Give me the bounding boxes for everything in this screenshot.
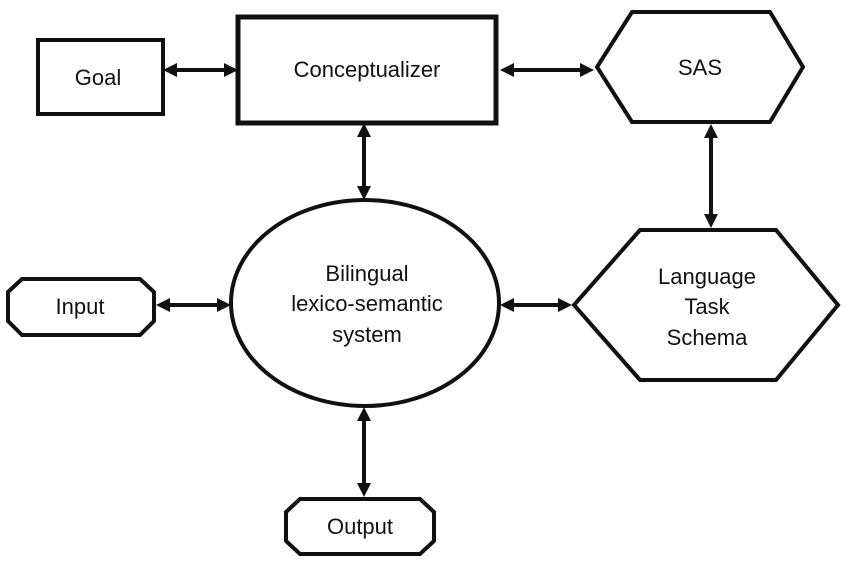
language-task-schema-line-3: Schema <box>667 325 748 350</box>
input-octagon <box>6 277 156 337</box>
arrow-conceptualizer-bilingual-head-end <box>357 186 371 200</box>
bilingual-label-line-1: Bilingual <box>325 261 408 286</box>
input-label: Input <box>56 294 105 319</box>
sas-node: SAS <box>594 10 806 124</box>
goal-node: Goal <box>36 38 165 116</box>
input-node: Input <box>6 277 156 337</box>
conceptualizer-label: Conceptualizer <box>294 57 441 82</box>
arrow-sas-language-task-head-start <box>704 124 718 138</box>
conceptualizer-node: Conceptualizer <box>235 14 499 126</box>
bilingual-label-line-2: lexico-semantic <box>291 291 443 316</box>
arrow-conceptualizer-sas <box>500 63 594 77</box>
goal-box <box>36 38 165 116</box>
arrow-conceptualizer-bilingual <box>357 123 371 200</box>
arrow-conceptualizer-bilingual-head-start <box>357 123 371 137</box>
bilingual-ellipse <box>229 198 501 408</box>
goal-label: Goal <box>75 65 121 90</box>
arrow-input-bilingual-head-start <box>156 298 170 312</box>
arrow-goal-conceptualizer-head-end <box>224 63 238 77</box>
arrow-bilingual-output <box>357 407 371 497</box>
connectors <box>156 63 718 497</box>
bilingual-label-line-3: system <box>332 322 402 347</box>
arrow-input-bilingual <box>156 298 231 312</box>
output-label: Output <box>327 514 393 539</box>
arrow-sas-language-task-head-end <box>704 214 718 228</box>
arrow-bilingual-output-head-start <box>357 407 371 421</box>
bilingual-node: Bilingual lexico-semantic system <box>229 198 501 408</box>
arrow-conceptualizer-sas-head-start <box>500 63 514 77</box>
sas-label: SAS <box>678 55 722 80</box>
arrow-input-bilingual-head-end <box>217 298 231 312</box>
language-task-schema-node: Language Task Schema <box>571 228 841 382</box>
conceptualizer-box <box>235 14 499 126</box>
arrow-bilingual-language-task <box>500 298 572 312</box>
arrow-goal-conceptualizer <box>163 63 238 77</box>
output-octagon <box>284 497 436 556</box>
arrow-goal-conceptualizer-head-start <box>163 63 177 77</box>
arrow-conceptualizer-sas-head-end <box>580 63 594 77</box>
sas-hexagon <box>594 10 806 124</box>
arrow-sas-language-task <box>704 124 718 228</box>
language-task-schema-line-1: Language <box>658 264 756 289</box>
language-task-schema-line-2: Task <box>684 294 730 319</box>
language-task-schema-hexagon <box>571 228 841 382</box>
arrow-bilingual-language-task-head-start <box>500 298 514 312</box>
arrow-bilingual-language-task-head-end <box>558 298 572 312</box>
output-node: Output <box>284 497 436 556</box>
arrow-bilingual-output-head-end <box>357 483 371 497</box>
